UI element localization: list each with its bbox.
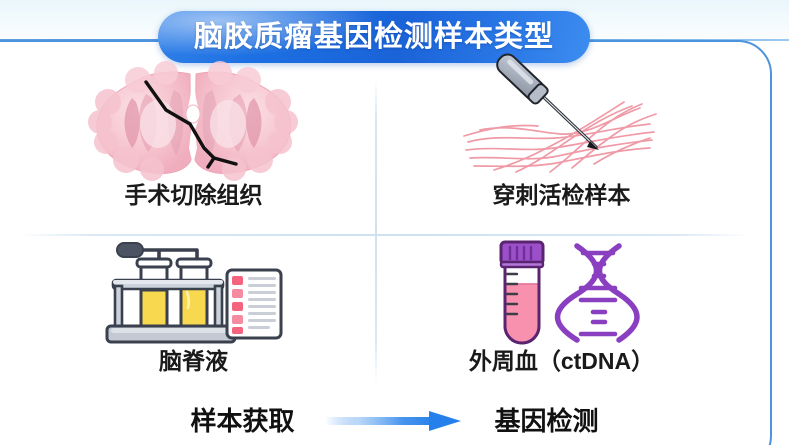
process-flow-row: 样本获取 基因检测 (0, 396, 789, 445)
sample-cell-label: 手术切除组织 (124, 182, 263, 208)
sample-cell-label: 穿刺活检样本 (492, 182, 631, 208)
sample-cell-csf[interactable]: 脑脊液 (12, 240, 375, 403)
biopsy-needle-icon (454, 53, 669, 180)
blood-tube-dna-icon (477, 240, 647, 346)
flow-step-sample-acquisition: 样本获取 (190, 405, 295, 436)
test-tube-rack-icon (99, 240, 289, 346)
sample-cell-biopsy[interactable]: 穿刺活检样本 (380, 53, 743, 231)
right-arrow-icon (324, 408, 465, 434)
title-banner: 脑胶质瘤基因检测样本类型 (158, 11, 590, 63)
brain-histology-slice-icon (86, 61, 301, 181)
flow-step-gene-testing: 基因检测 (494, 405, 599, 436)
sample-cell-label: 外周血（ctDNA） (468, 348, 655, 374)
sample-type-grid: 手术切除组织 (12, 53, 756, 389)
grid-vertical-divider (375, 78, 377, 383)
card-left-mask (0, 42, 14, 445)
sample-cell-blood-ctdna[interactable]: 外周血（ctDNA） (380, 240, 743, 403)
grid-horizontal-divider (18, 234, 750, 236)
sample-cell-surgical-tissue[interactable]: 手术切除组织 (12, 61, 375, 231)
page-title: 脑胶质瘤基因检测样本类型 (193, 20, 554, 53)
sample-cell-label: 脑脊液 (159, 348, 228, 374)
